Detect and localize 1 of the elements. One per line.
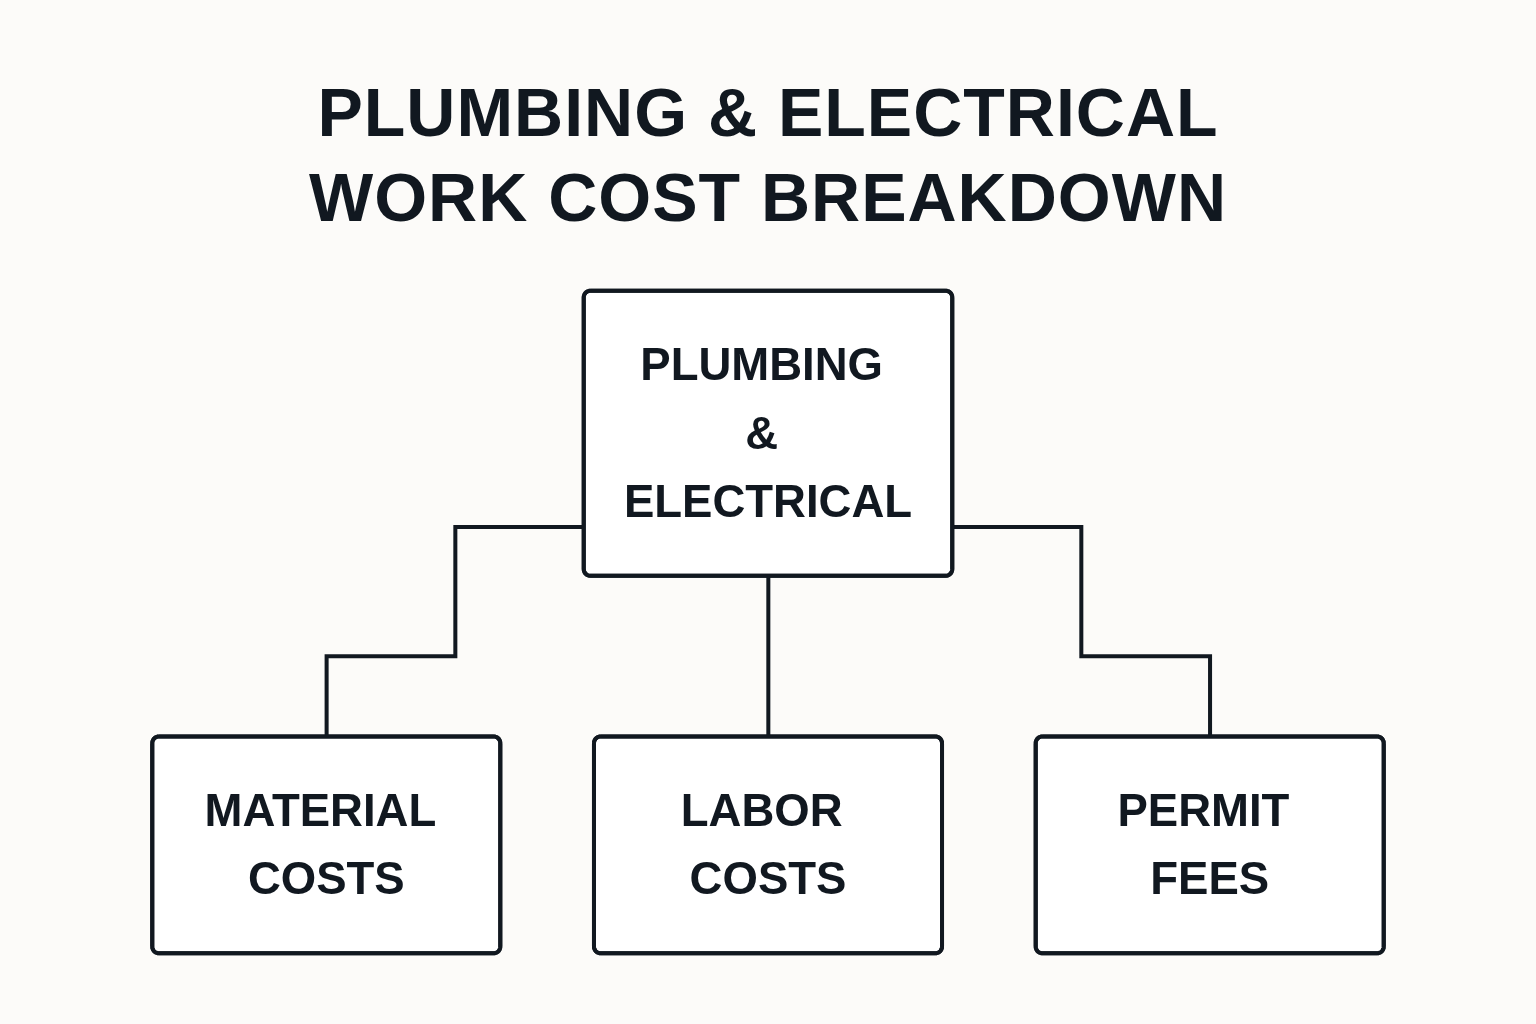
diagram-title: PLUMBING & ELECTRICAL WORK COST BREAKDOWN (307, 73, 1228, 237)
